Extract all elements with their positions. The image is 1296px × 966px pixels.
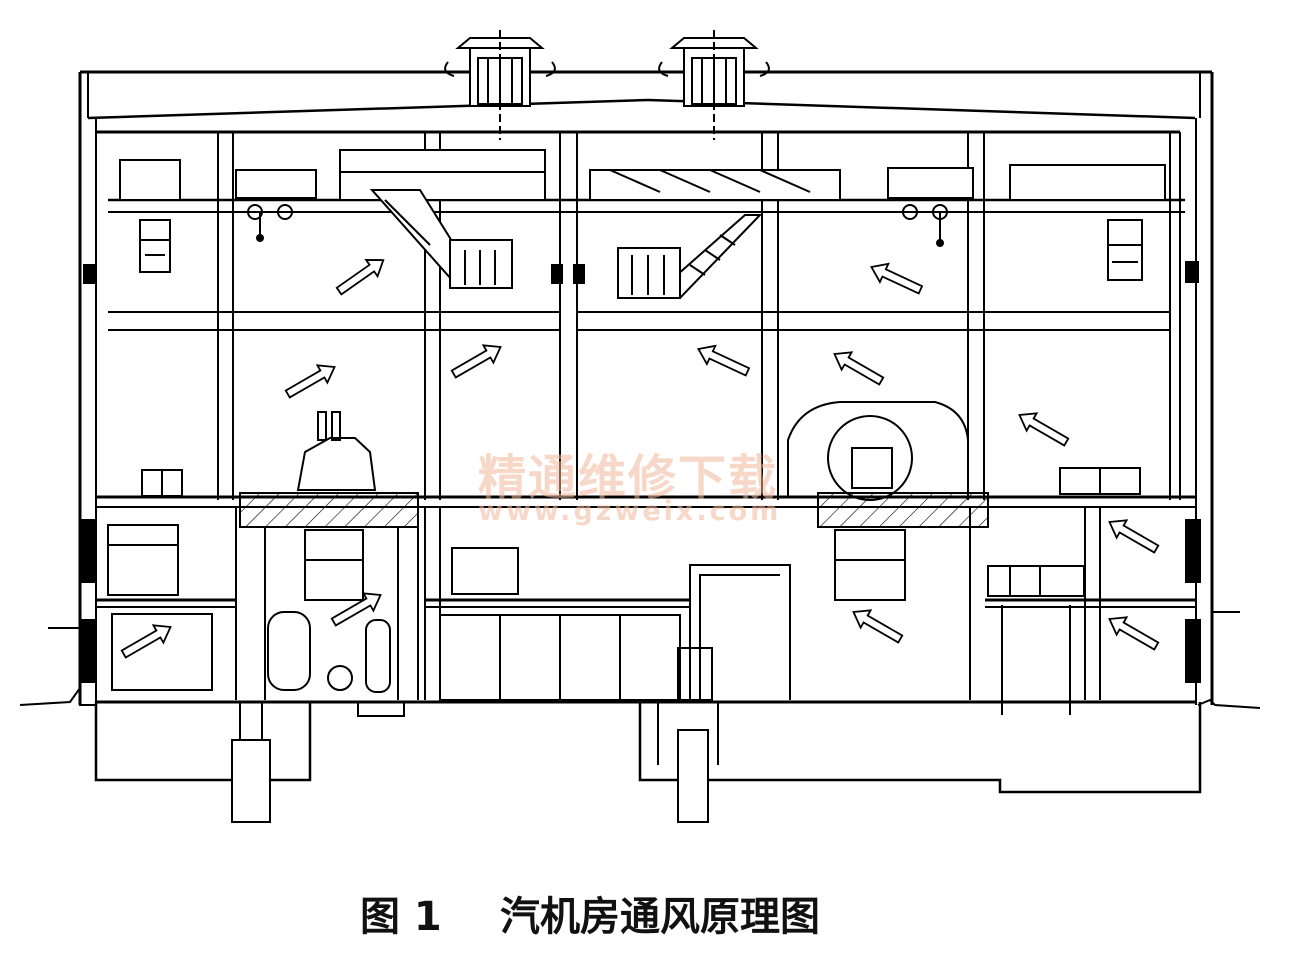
crane-right-cab xyxy=(1009,164,1166,281)
outer-wall-right xyxy=(1185,72,1240,705)
generator-unit-right xyxy=(787,401,1141,501)
crane-left-cab xyxy=(119,159,181,273)
intermediate-floor xyxy=(96,598,1196,608)
outer-wall-left xyxy=(78,72,97,705)
lower-level-equipment xyxy=(107,507,1101,715)
crane-bridge-right xyxy=(589,169,841,300)
watermark-text: 精通维修下载 xyxy=(478,450,779,506)
crane-trolley-left xyxy=(235,169,317,242)
basement xyxy=(94,700,1202,823)
watermark-url: www.gzweix.com xyxy=(478,496,782,527)
turbine-unit-left xyxy=(141,411,377,497)
roof xyxy=(80,70,1212,134)
crane-bridge-left xyxy=(339,149,546,289)
figure-number: 图 1 xyxy=(360,894,442,940)
operating-floor xyxy=(96,492,1196,528)
figure-title: 汽机房通风原理图 xyxy=(500,894,820,940)
crane-trolley-right xyxy=(887,167,974,247)
airflow-arrows xyxy=(120,259,1160,659)
roof-ventilator-left xyxy=(444,30,556,140)
figure-caption: 图 1 汽机房通风原理图 xyxy=(0,884,1296,940)
ventilation-section-drawing xyxy=(19,30,1261,823)
roof-ventilator-right xyxy=(658,30,770,140)
